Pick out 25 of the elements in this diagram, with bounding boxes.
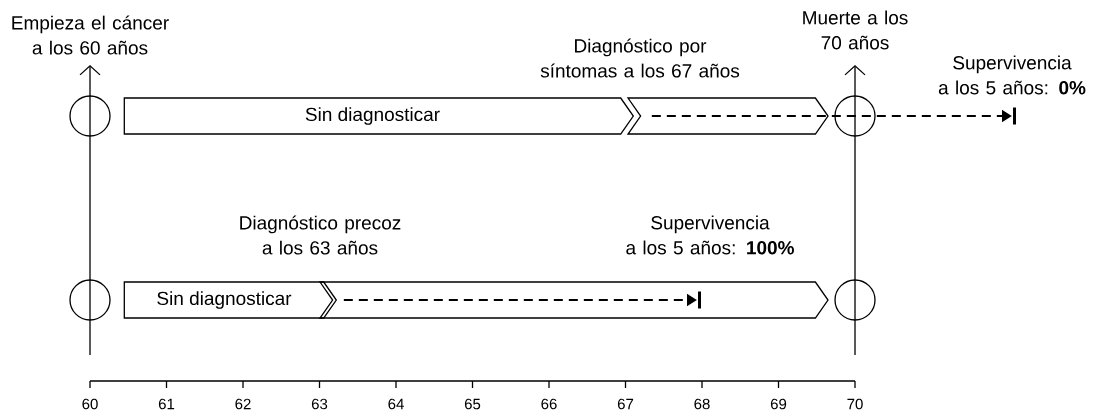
dashed-arrow [650,107,1016,125]
tick-label: 67 [617,398,634,410]
tick-label: 70 [847,398,863,410]
tick-label: 62 [235,398,251,410]
annotation-text: Diagnóstico precoz a los 63 años [240,215,401,255]
tick-label: 69 [770,398,787,410]
tick-label: 65 [464,398,481,410]
annotation-text: Empieza el cáncer a los 60 años [12,15,169,55]
event-circle [834,95,876,137]
annotation-text: Diagnóstico por síntomas a los 67 años [540,38,740,78]
annotation-text: Supervivencia a los 5 años: 100% [626,215,794,255]
event-circle [69,95,111,137]
process-arrow-box: Sin diagnosticar [123,281,338,319]
chevron-arrow-box [626,97,829,135]
event-circle [69,279,111,321]
annotation-text: Muerte a los 70 años [803,10,908,50]
tick-label: 61 [158,398,175,410]
tick-label: 63 [311,398,328,410]
dashed-arrow [342,291,701,309]
event-circle [834,279,876,321]
tick-label: 66 [541,398,557,410]
tick-label: 68 [694,398,710,410]
annotation-text: Supervivencia a los 5 años: 0% [938,55,1086,95]
tick-label: 64 [388,398,404,410]
tick-label: 60 [82,398,98,410]
